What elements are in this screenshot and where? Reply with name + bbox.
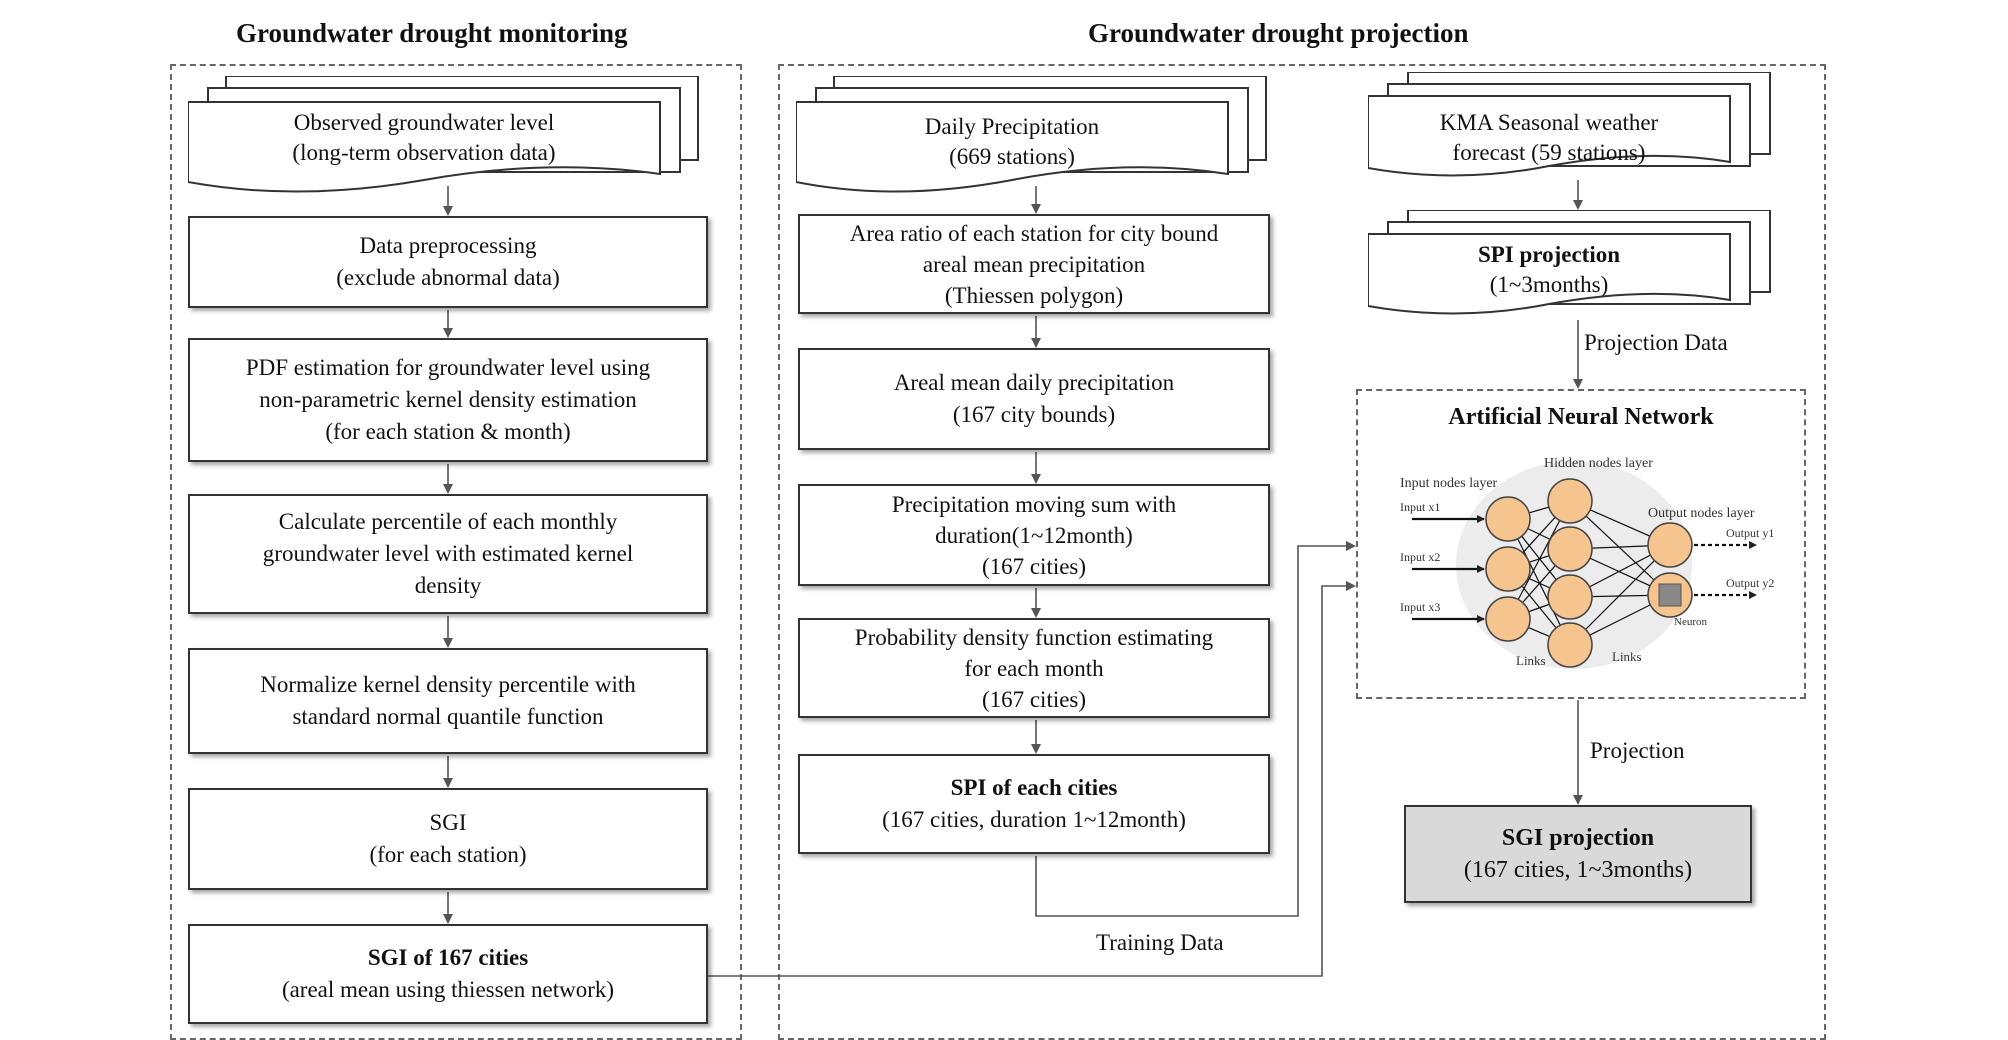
pdf-month-box: Probability density function estimating … [798, 618, 1270, 718]
sgi-167-cities-box: SGI of 167 cities (areal mean using thie… [188, 924, 708, 1024]
areal-mean-box: Areal mean daily precipitation (167 city… [798, 348, 1270, 450]
area-ratio-box: Area ratio of each station for city boun… [798, 214, 1270, 314]
input-x1-label: Input x1 [1400, 500, 1440, 514]
box-line: (167 cities) [981, 553, 1087, 579]
kma-forecast-line1: KMA Seasonal weather [1439, 110, 1659, 135]
input-node [1485, 596, 1531, 642]
ann-title: Artificial Neural Network [1448, 404, 1714, 430]
hidden-layer-label: Hidden nodes layer [1544, 456, 1653, 471]
box-line: Areal mean daily precipitation [893, 370, 1175, 395]
projection-label: Projection [1590, 738, 1685, 763]
box-line: standard normal quantile function [292, 704, 604, 729]
box-line: PDF estimation for groundwater level usi… [245, 355, 651, 380]
output-node [1647, 522, 1693, 568]
kma-forecast-line2: forecast (59 stations) [1452, 140, 1646, 165]
box-line: Data preprocessing [359, 233, 537, 258]
hidden-node [1547, 526, 1593, 572]
box-line: (167 cities, 1~3months) [1463, 857, 1693, 883]
daily-precipitation-line1: Daily Precipitation [924, 114, 1100, 139]
input-x2-label: Input x2 [1400, 550, 1440, 564]
output-layer-label: Output nodes layer [1648, 506, 1755, 521]
output-y2-label: Output y2 [1726, 576, 1774, 590]
spi-projection-doc: SPI projection (1~3months) [1368, 210, 1780, 322]
hidden-node [1547, 574, 1593, 620]
box-line: (167 cities) [981, 686, 1087, 712]
sgi-projection-box: SGI projection (167 cities, 1~3months) [1404, 805, 1752, 903]
box-line: (for each station & month) [325, 419, 571, 444]
monitoring-title: Groundwater drought monitoring [236, 18, 628, 48]
input-node [1485, 546, 1531, 592]
spi-cities-box: SPI of each cities (167 cities, duration… [798, 754, 1270, 854]
box-line: non-parametric kernel density estimation [259, 387, 637, 412]
box-line: for each month [964, 655, 1104, 681]
box-line: SGI projection [1501, 825, 1655, 851]
sgi-station-box: SGI (for each station) [188, 788, 708, 890]
box-line: density [414, 573, 482, 598]
projection-data-label: Projection Data [1584, 330, 1728, 355]
box-line: SPI of each cities [950, 775, 1118, 800]
daily-precipitation-line2: (669 stations) [949, 144, 1075, 169]
hidden-node [1547, 478, 1593, 524]
training-data-label: Training Data [1096, 930, 1224, 955]
spi-projection-line2: (1~3months) [1489, 272, 1609, 297]
box-line: areal mean precipitation [922, 251, 1146, 277]
spi-projection-line1: SPI projection [1477, 242, 1621, 267]
neuron-square-icon [1658, 583, 1682, 607]
input-x3-label: Input x3 [1400, 600, 1440, 614]
box-line: Normalize kernel density percentile with [260, 672, 636, 697]
box-line: (areal mean using thiessen network) [281, 977, 615, 1002]
box-line: SGI of 167 cities [367, 945, 529, 970]
hidden-node [1547, 622, 1593, 668]
box-line: (167 cities, duration 1~12month) [882, 807, 1186, 832]
normalize-box: Normalize kernel density percentile with… [188, 648, 708, 754]
output-y1-label: Output y1 [1726, 526, 1774, 540]
calculate-percentile-box: Calculate percentile of each monthly gro… [188, 494, 708, 614]
box-line: Calculate percentile of each monthly [278, 509, 618, 534]
input-node [1485, 496, 1531, 542]
observed-groundwater-doc: Observed groundwater level (long-term ob… [188, 76, 708, 198]
box-line: (167 city bounds) [952, 402, 1116, 427]
ann-panel [1356, 389, 1806, 699]
box-line: Precipitation moving sum with [891, 491, 1177, 517]
moving-sum-box: Precipitation moving sum with duration(1… [798, 484, 1270, 586]
data-preprocessing-box: Data preprocessing (exclude abnormal dat… [188, 216, 708, 308]
box-line: groundwater level with estimated kernel [262, 541, 634, 566]
box-line: Area ratio of each station for city boun… [849, 220, 1219, 246]
box-line: (Thiessen polygon) [944, 282, 1124, 308]
links-label-1: Links [1516, 653, 1546, 668]
observed-groundwater-line1: Observed groundwater level [293, 110, 555, 135]
pdf-estimation-box: PDF estimation for groundwater level usi… [188, 338, 708, 462]
box-line: SGI [429, 810, 467, 835]
kma-forecast-doc: KMA Seasonal weather forecast (59 statio… [1368, 72, 1780, 184]
box-line: duration(1~12month) [935, 522, 1133, 548]
links-label-2: Links [1612, 649, 1642, 664]
daily-precipitation-doc: Daily Precipitation (669 stations) [796, 76, 1276, 198]
input-layer-label: Input nodes layer [1400, 476, 1498, 491]
box-line: (for each station) [369, 842, 527, 867]
box-line: (exclude abnormal data) [336, 265, 560, 290]
neural-network-graphic: Input nodes layer Hidden nodes layer Out… [1400, 456, 1774, 669]
neuron-label: Neuron [1674, 616, 1707, 628]
observed-groundwater-line2: (long-term observation data) [292, 140, 556, 165]
projection-title: Groundwater drought projection [1088, 18, 1469, 48]
box-line: Probability density function estimating [854, 624, 1214, 650]
